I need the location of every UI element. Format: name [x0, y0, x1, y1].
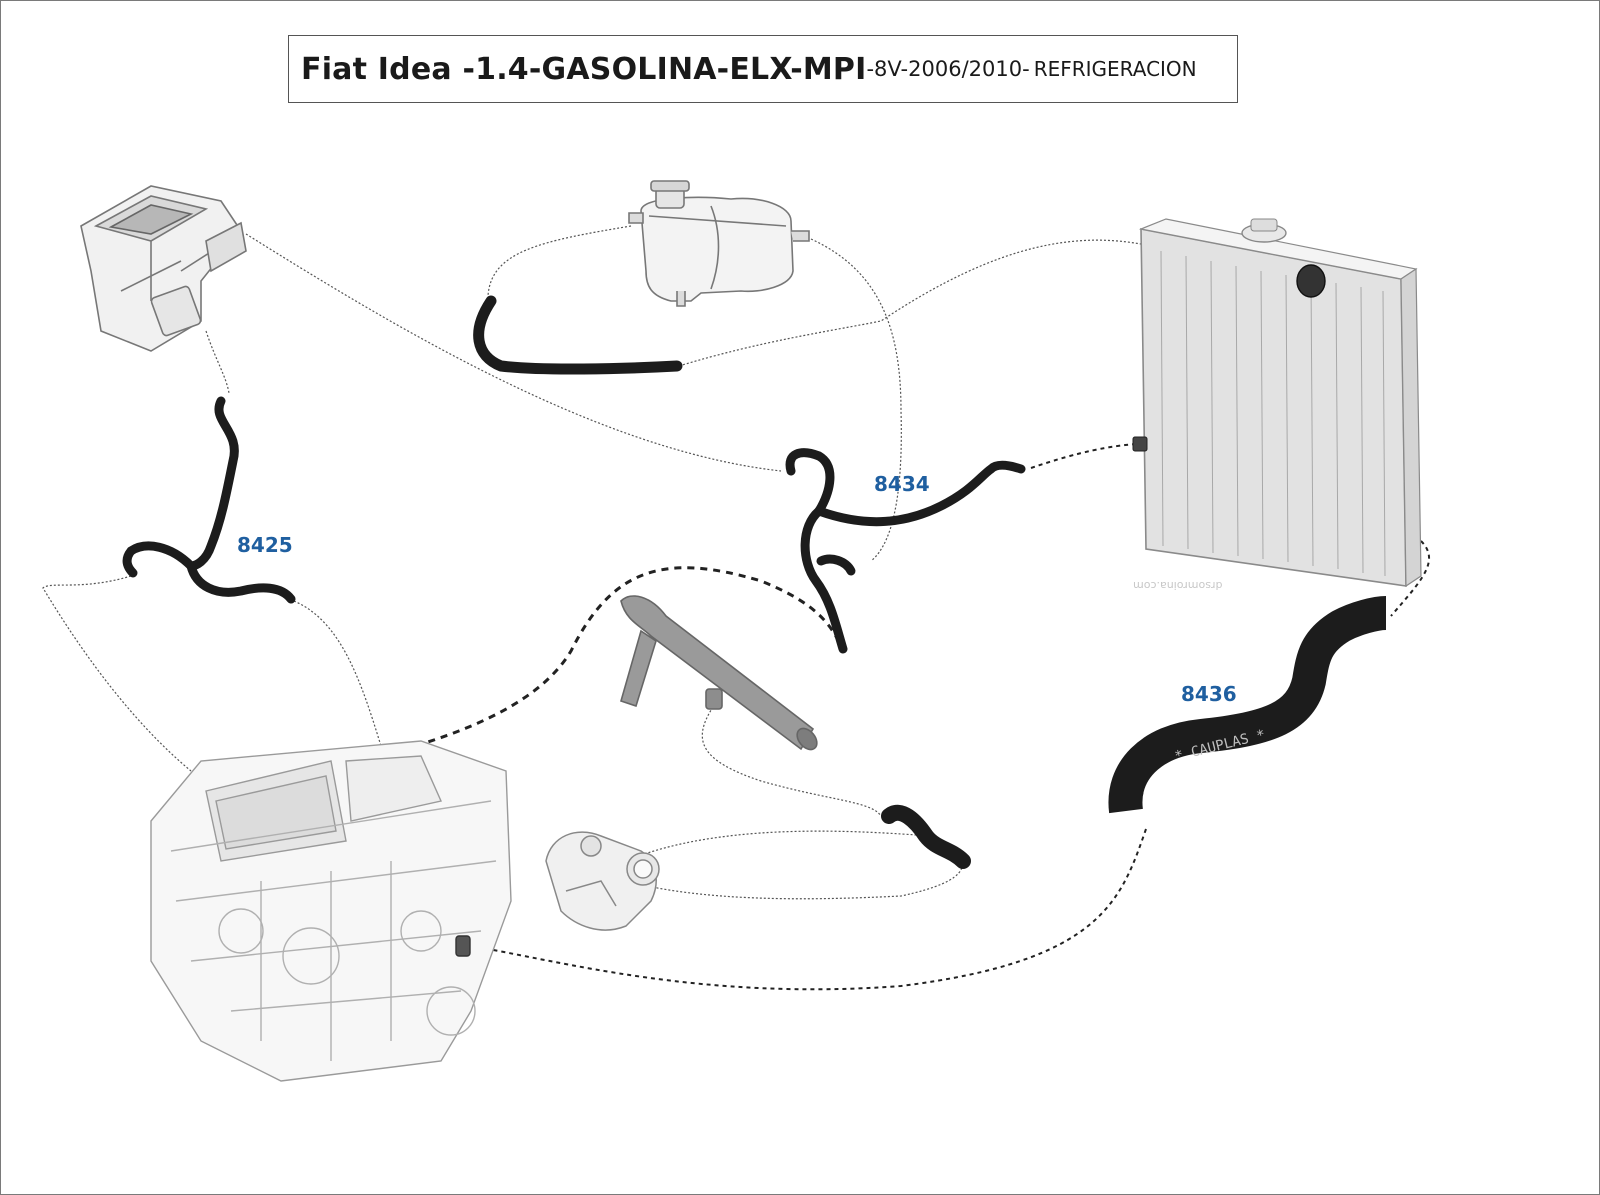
heater-core-box [80, 185, 247, 352]
line-heater-to-8434 [245, 233, 782, 472]
hose-8434 [785, 448, 1026, 654]
line-radiator-to-8436 [1390, 540, 1431, 617]
water-pump [545, 831, 660, 931]
line-tank-to-hose [487, 225, 632, 297]
hose-8425 [122, 396, 296, 604]
thick-connection-lines [470, 443, 1431, 991]
small-bypass-hose [881, 804, 971, 869]
line-tank-to-8434 [810, 238, 902, 562]
coolant-t-pipe [620, 595, 818, 751]
title-main: Fiat Idea -1.4-GASOLINA-ELX-MPI [301, 51, 867, 87]
line-pipe-to-small-hose [701, 706, 882, 817]
title-sub: -8V-2006/2010- [866, 57, 1030, 81]
watermark: drsomroina.com [1133, 579, 1223, 592]
line-8436-to-engine [470, 828, 1147, 991]
radiator [1132, 218, 1422, 588]
line-pump-to-small-hose [625, 830, 963, 900]
part-label-8436: 8436 [1181, 682, 1237, 706]
line-8425-to-engine-right [293, 600, 382, 747]
part-label-8434: 8434 [874, 472, 930, 496]
title-tail: REFRIGERACION [1033, 57, 1197, 81]
line-heater-to-8425 [205, 330, 230, 394]
hose-8436 [1108, 596, 1387, 814]
part-label-8425: 8425 [237, 533, 293, 557]
line-engine-to-8434 [390, 566, 845, 755]
tank-hose [473, 295, 683, 375]
expansion-tank [628, 180, 810, 307]
line-8434-to-radiator [1030, 443, 1137, 469]
line-8425-to-engine-left [42, 575, 192, 772]
engine-block [150, 740, 512, 1082]
title-box: Fiat Idea -1.4-GASOLINA-ELX-MPI -8V-2006… [288, 35, 1238, 103]
